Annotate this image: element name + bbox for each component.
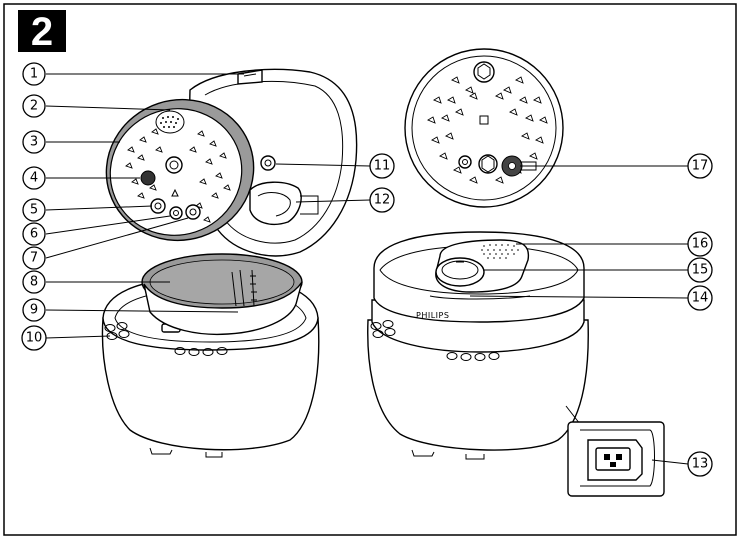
figure-number-tab: 2 — [18, 10, 66, 54]
callout-12: 12 — [369, 187, 395, 213]
svg-text:15: 15 — [692, 263, 709, 278]
svg-text:5: 5 — [30, 203, 38, 218]
callout-15: 15 — [687, 257, 713, 283]
svg-text:1: 1 — [30, 67, 38, 82]
callout-10: 10 — [21, 325, 47, 351]
svg-text:7: 7 — [30, 251, 38, 266]
svg-text:6: 6 — [30, 227, 38, 242]
callout-5: 5 — [22, 198, 46, 222]
brand-logo: PHILIPS — [416, 311, 449, 320]
callout-13: 13 — [687, 451, 713, 477]
callout-2: 2 — [22, 94, 46, 118]
callout-6: 6 — [22, 222, 46, 246]
callout-17: 17 — [687, 153, 713, 179]
callout-8: 8 — [22, 270, 46, 294]
pressure-release-knob — [140, 170, 156, 186]
svg-text:8: 8 — [30, 275, 38, 290]
svg-text:9: 9 — [30, 303, 38, 318]
svg-text:14: 14 — [692, 291, 709, 306]
svg-text:10: 10 — [26, 331, 43, 346]
svg-text:13: 13 — [692, 457, 709, 472]
figure-frame — [3, 3, 737, 536]
open-cooker-illustration — [101, 68, 358, 458]
callout-11: 11 — [369, 153, 395, 179]
svg-text:3: 3 — [30, 135, 38, 150]
figure-number: 2 — [31, 10, 53, 54]
svg-text:17: 17 — [692, 159, 709, 174]
inner-pot-body — [143, 281, 303, 336]
callout-3: 3 — [22, 130, 46, 154]
power-socket-inset — [567, 421, 665, 497]
callout-14: 14 — [687, 285, 713, 311]
callout-16: 16 — [687, 231, 713, 257]
svg-text:16: 16 — [692, 237, 709, 252]
callout-4: 4 — [22, 166, 46, 190]
svg-text:11: 11 — [374, 159, 391, 174]
inner-lid-detail-illustration — [404, 48, 564, 208]
callout-7: 7 — [22, 246, 46, 270]
svg-text:12: 12 — [374, 193, 391, 208]
closed-cooker-illustration: PHILIPS — [367, 231, 665, 497]
svg-text:4: 4 — [30, 171, 38, 186]
leader-lines — [45, 73, 689, 465]
callout-1: 1 — [22, 62, 46, 86]
callout-9: 9 — [22, 298, 46, 322]
svg-text:2: 2 — [30, 99, 38, 114]
